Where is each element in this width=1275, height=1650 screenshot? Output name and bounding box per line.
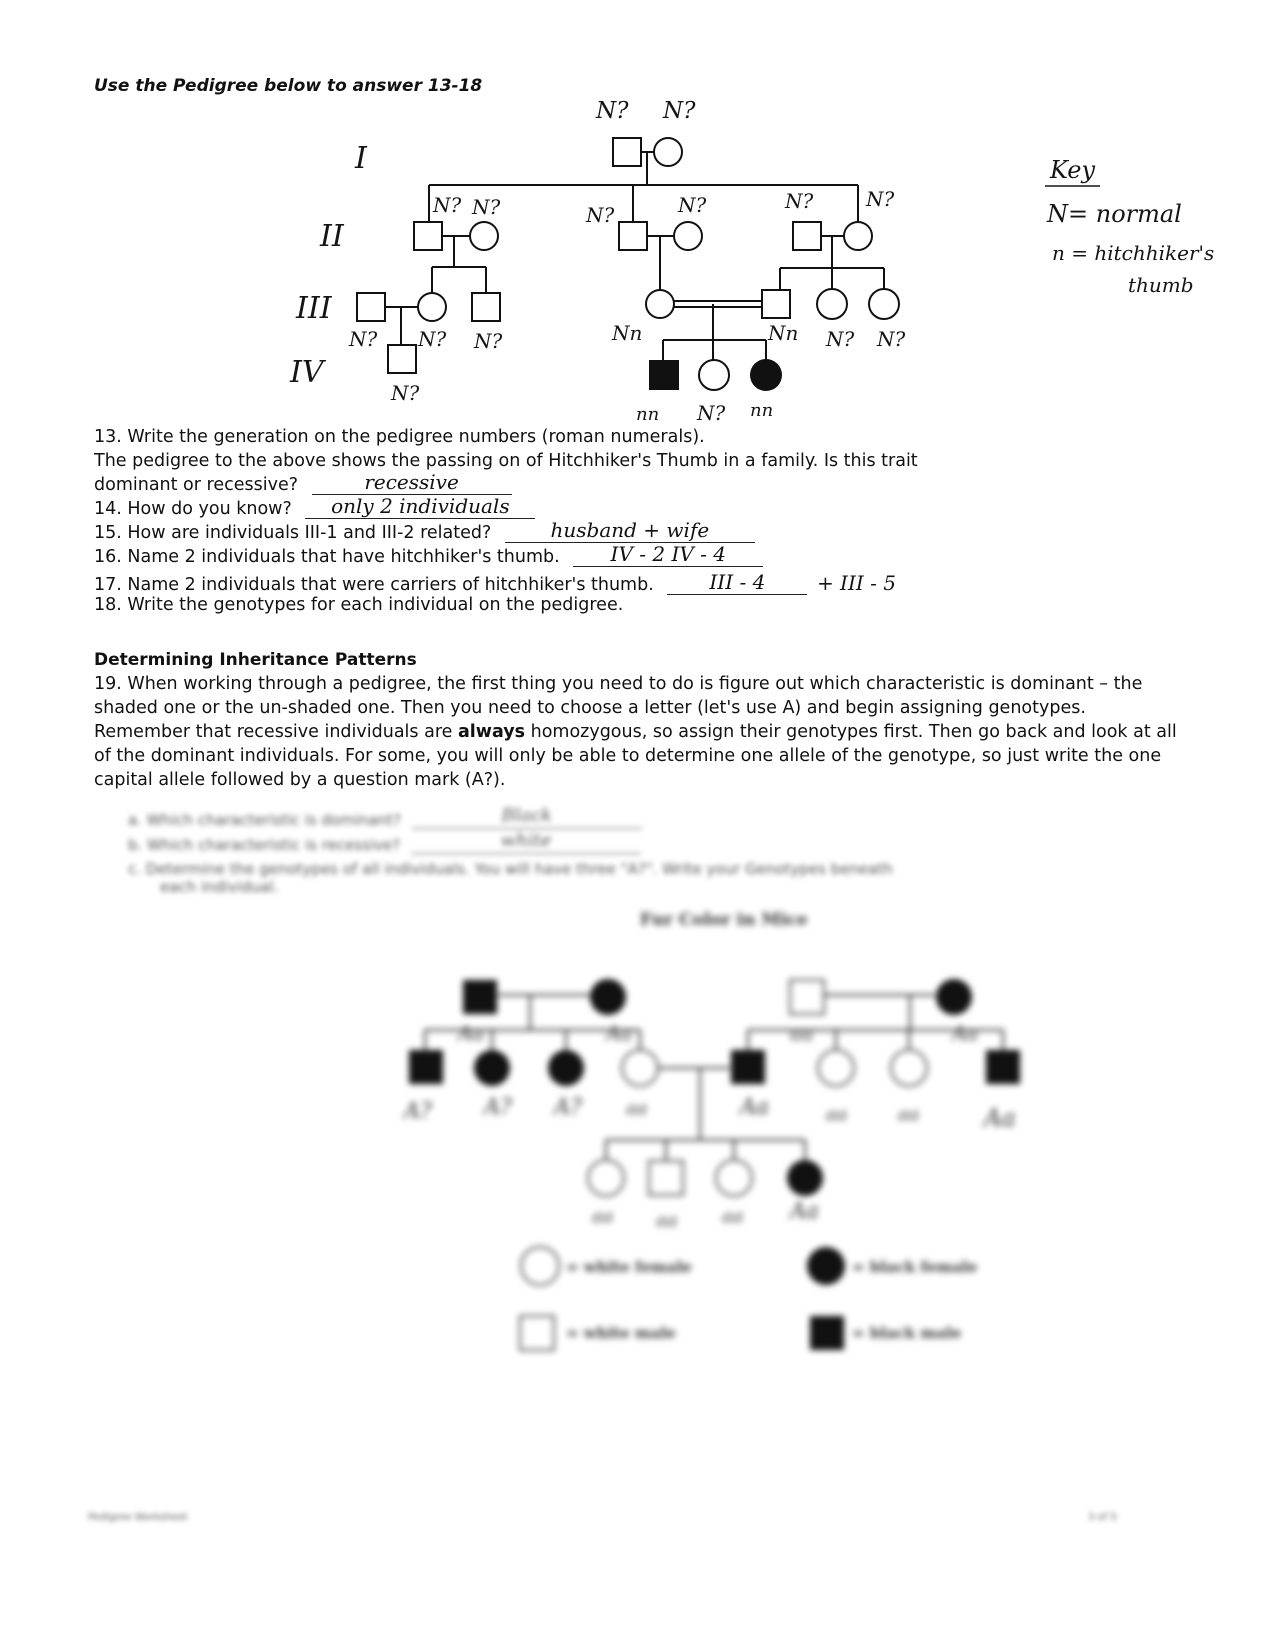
question-17: 17. Name 2 individuals that were carrier… bbox=[94, 570, 896, 595]
svg-text:aa: aa bbox=[592, 1206, 613, 1227]
legend-black-male: = black male bbox=[852, 1324, 961, 1342]
svg-text:N?: N? bbox=[417, 327, 447, 351]
affected-female bbox=[750, 359, 782, 391]
subquestion-b: b. Which characteristic is recessive? wh… bbox=[128, 831, 641, 854]
svg-text:Nn: Nn bbox=[611, 321, 642, 345]
q15-answer-blank[interactable]: husband + wife bbox=[504, 520, 755, 543]
footer-left: Pedigree Worksheet bbox=[88, 1512, 188, 1523]
svg-text:aa: aa bbox=[626, 1098, 647, 1119]
svg-text:A?: A? bbox=[552, 1095, 582, 1120]
svg-text:Aa: Aa bbox=[982, 1104, 1016, 1132]
q14-answer-blank[interactable]: only 2 individuals bbox=[305, 496, 536, 519]
svg-text:N?: N? bbox=[473, 329, 503, 353]
question-14: 14. How do you know? only 2 individuals bbox=[94, 496, 536, 519]
svg-text:n = hitchhiker's: n = hitchhiker's bbox=[1052, 241, 1214, 265]
svg-text:A?: A? bbox=[482, 1095, 512, 1120]
svg-text:aa: aa bbox=[656, 1210, 677, 1231]
gen1-female bbox=[653, 137, 683, 167]
svg-text:Aa: Aa bbox=[604, 1021, 632, 1045]
gen1-male bbox=[612, 137, 642, 167]
affected-male bbox=[649, 360, 679, 390]
svg-text:nn: nn bbox=[750, 400, 773, 421]
subquestion-a: a. Which characteristic is dominant? Bla… bbox=[128, 806, 642, 829]
svg-text:N?: N? bbox=[696, 401, 726, 425]
gen-numeral-4: IV bbox=[289, 355, 327, 390]
svg-text:A?: A? bbox=[402, 1099, 432, 1124]
trait-answer-blank[interactable]: recessive bbox=[311, 472, 512, 495]
svg-text:Aa: Aa bbox=[456, 1021, 484, 1045]
svg-text:N?: N? bbox=[876, 327, 906, 351]
svg-text:aa: aa bbox=[722, 1206, 743, 1227]
hitchhiker-pedigree: I II III IV N? N? N? N? N? N? N? N? N? N… bbox=[289, 98, 1214, 425]
svg-text:N?: N? bbox=[825, 327, 855, 351]
section-title: Determining Inheritance Patterns bbox=[94, 650, 417, 670]
gen-numeral-2: II bbox=[319, 219, 345, 254]
svg-text:N?: N? bbox=[662, 98, 696, 124]
svg-text:N?: N? bbox=[595, 98, 629, 124]
trait-answer: recessive bbox=[364, 470, 459, 494]
svg-text:aa: aa bbox=[790, 1021, 814, 1045]
svg-text:N?: N? bbox=[677, 193, 707, 217]
trait-intro: The pedigree to the above shows the pass… bbox=[94, 451, 918, 471]
question-15: 15. How are individuals III-1 and III-2 … bbox=[94, 520, 755, 543]
gen-numeral-1: I bbox=[354, 141, 368, 176]
svg-text:aa: aa bbox=[898, 1104, 919, 1125]
question-16: 16. Name 2 individuals that have hitchhi… bbox=[94, 544, 764, 567]
svg-text:N?: N? bbox=[865, 187, 895, 211]
mouse-pedigree: Aa Aa aa Aa A? A? A? aa Aa aa aa Aa aa a… bbox=[402, 979, 1020, 1351]
question-18: 18. Write the genotypes for each individ… bbox=[94, 595, 624, 615]
svg-text:N?: N? bbox=[432, 193, 462, 217]
svg-text:thumb: thumb bbox=[1128, 273, 1194, 297]
svg-text:Aa: Aa bbox=[788, 1199, 819, 1224]
subquestion-c: c. Determine the genotypes of all indivi… bbox=[128, 860, 893, 896]
svg-text:nn: nn bbox=[636, 404, 659, 425]
legend-white-female: = white female bbox=[566, 1258, 692, 1276]
question-19-text: 19. When working through a pedigree, the… bbox=[94, 674, 1177, 790]
legend-white-male: = white male bbox=[566, 1324, 676, 1342]
svg-text:Aa: Aa bbox=[738, 1095, 769, 1120]
unaffected-female bbox=[698, 359, 730, 391]
svg-text:N?: N? bbox=[390, 381, 420, 405]
trait-question: dominant or recessive? recessive bbox=[94, 472, 512, 495]
svg-text:N?: N? bbox=[784, 189, 814, 213]
worksheet-instruction: Use the Pedigree below to answer 13-18 bbox=[94, 76, 483, 96]
q17-answer-extra: + III - 5 bbox=[816, 571, 896, 595]
svg-text:N= normal: N= normal bbox=[1046, 200, 1182, 228]
question-13: 13. Write the generation on the pedigree… bbox=[94, 427, 705, 447]
svg-text:N?: N? bbox=[471, 195, 501, 219]
svg-text:Aa: Aa bbox=[950, 1021, 978, 1045]
svg-text:N?: N? bbox=[585, 203, 615, 227]
mouse-pedigree-title: Fur Color in Mice bbox=[640, 910, 808, 930]
q16-answer-blank[interactable]: IV - 2 IV - 4 bbox=[573, 544, 764, 567]
q17-answer-blank[interactable]: III - 4 bbox=[667, 572, 808, 595]
svg-text:N?: N? bbox=[348, 327, 378, 351]
gen-numeral-3: III bbox=[295, 291, 333, 326]
handwritten-key: Key N= normal n = hitchhiker's thumb bbox=[1045, 156, 1214, 297]
legend-black-female: = black female bbox=[852, 1258, 977, 1276]
svg-text:aa: aa bbox=[826, 1104, 847, 1125]
svg-text:Key: Key bbox=[1049, 156, 1095, 184]
footer-right: 3 of 5 bbox=[1088, 1512, 1117, 1523]
svg-text:Nn: Nn bbox=[767, 321, 798, 345]
